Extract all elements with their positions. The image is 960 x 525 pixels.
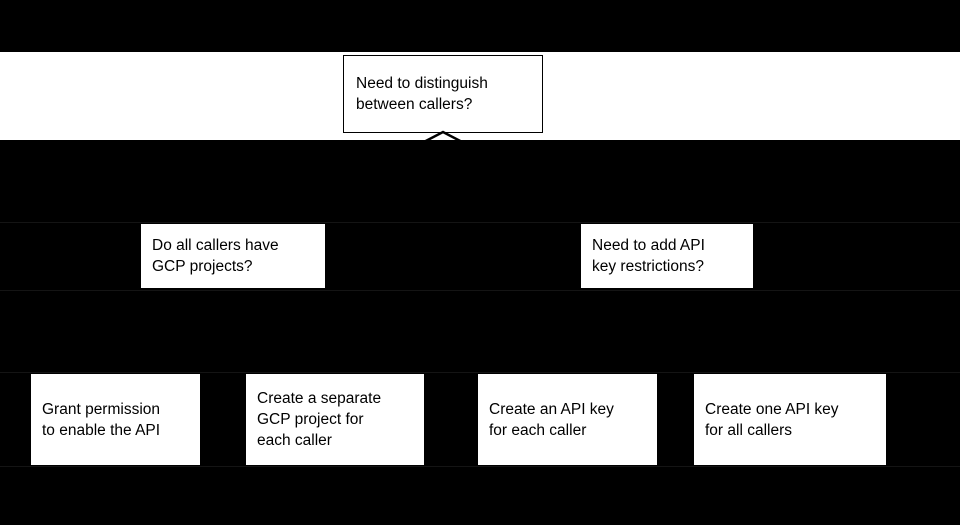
arrowhead-icon [419, 130, 467, 146]
node-label: Do all callers have GCP projects? [152, 237, 279, 275]
node-create-one-api-key-for-all-callers[interactable]: Create one API key for all callers [694, 374, 886, 465]
node-label: Create a separate GCP project for each c… [257, 390, 382, 449]
node-need-to-distinguish-between-callers[interactable]: Need to distinguish between callers? [343, 55, 543, 133]
row3-top-rule [0, 372, 960, 373]
node-do-all-callers-have-gcp-projects[interactable]: Do all callers have GCP projects? [141, 224, 325, 288]
node-grant-permission-to-enable-the-api[interactable]: Grant permission to enable the API [31, 374, 200, 465]
node-label: Grant permission to enable the API [42, 400, 161, 439]
node-label: Create an API key for each caller [489, 400, 614, 439]
row2-top-rule [0, 222, 960, 223]
row2-bottom-rule [0, 290, 960, 291]
node-need-to-add-api-key-restrictions[interactable]: Need to add API key restrictions? [581, 224, 753, 288]
node-label: Create one API key for all callers [705, 400, 839, 439]
row3-bottom-rule [0, 466, 960, 467]
node-create-an-api-key-for-each-caller[interactable]: Create an API key for each caller [478, 374, 657, 465]
node-label: Need to distinguish between callers? [356, 75, 488, 113]
node-label: Need to add API key restrictions? [592, 237, 705, 275]
node-create-a-separate-gcp-project-for-each-caller[interactable]: Create a separate GCP project for each c… [246, 374, 424, 465]
